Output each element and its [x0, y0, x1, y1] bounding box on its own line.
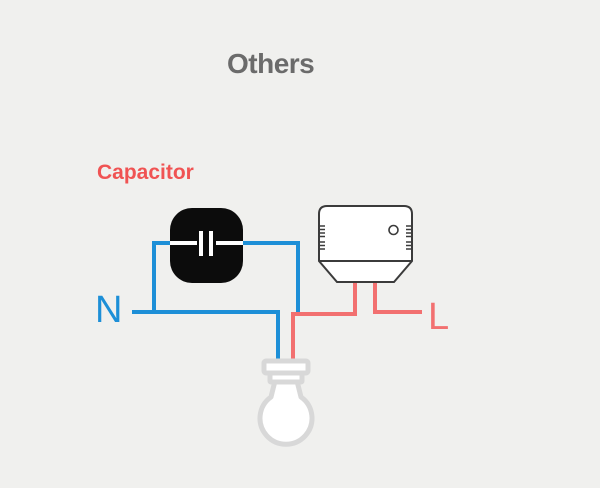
capacitor-lead-left	[170, 241, 197, 245]
wire-capacitor-left-vertical	[152, 241, 156, 314]
device-vents-left	[320, 225, 325, 250]
capacitor-lead-right	[216, 241, 243, 245]
wire-bulb-live-vertical	[291, 312, 295, 365]
wire-junction-horizontal	[291, 312, 357, 316]
capacitor-icon	[170, 208, 243, 283]
light-bulb-icon	[257, 358, 315, 447]
smart-switch-module	[318, 205, 413, 283]
device-button-icon	[388, 224, 399, 236]
bulb-socket-cap	[261, 358, 311, 376]
wire-live-horizontal	[373, 310, 422, 314]
page-title: Others	[227, 48, 315, 79]
wire-capacitor-right-vertical	[296, 241, 300, 316]
capacitor-plate-left	[199, 231, 203, 256]
bulb-globe	[257, 378, 315, 447]
live-terminal-label: L	[428, 296, 450, 338]
wire-bulb-neutral-vertical	[276, 310, 280, 365]
wire-device-out-vertical	[353, 282, 357, 316]
wire-neutral-horizontal	[132, 310, 280, 314]
wire-device-live-vertical	[373, 282, 377, 314]
capacitor-plate-right	[209, 231, 213, 256]
neutral-terminal-label: N	[95, 289, 123, 331]
device-outline	[318, 205, 413, 283]
capacitor-label: Capacitor	[97, 161, 194, 184]
device-vents-right	[406, 225, 411, 250]
